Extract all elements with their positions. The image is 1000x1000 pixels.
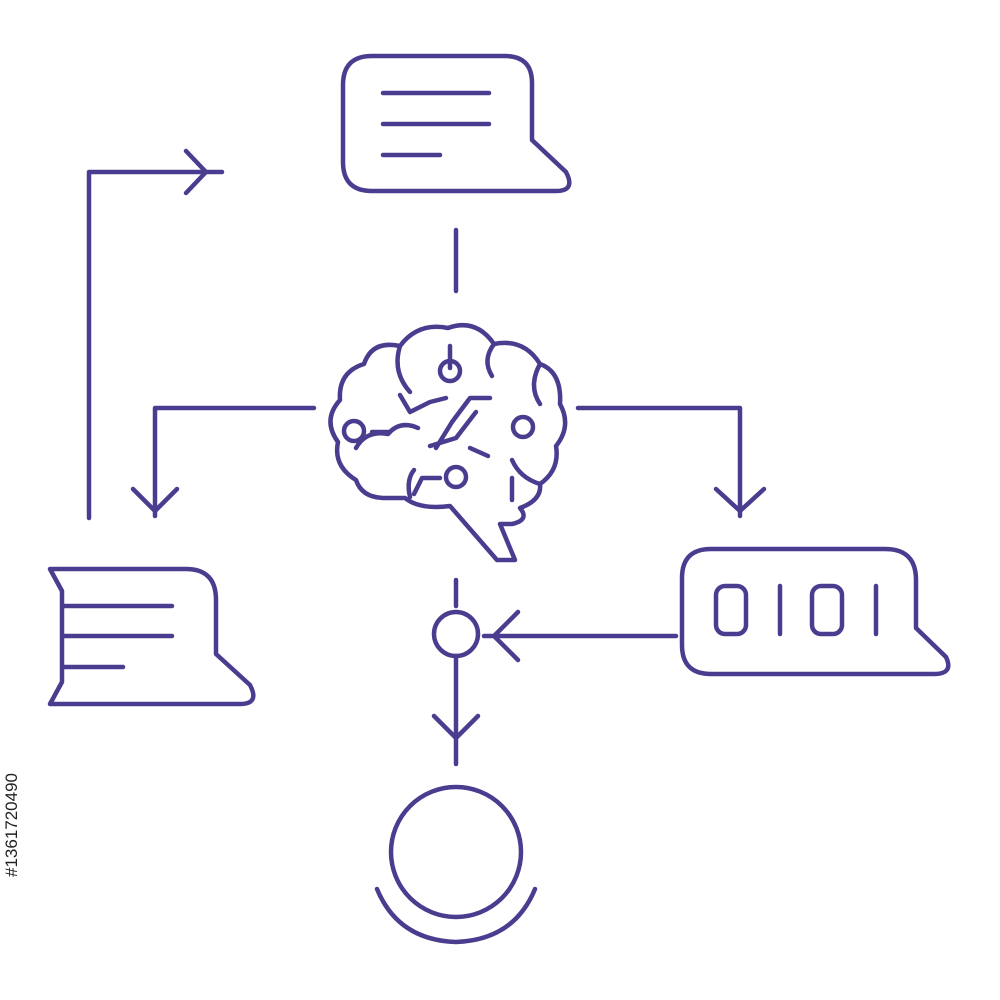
left-document-bubble-icon xyxy=(47,566,256,707)
stock-image-id: #1361720490 xyxy=(2,773,21,878)
top-message-bubble-icon xyxy=(340,53,572,194)
arrow-brain-to-binary xyxy=(575,405,767,519)
output-circle-with-arc-icon xyxy=(374,784,538,945)
arrow-binary-to-junction xyxy=(481,609,679,663)
junction-circle-icon xyxy=(431,609,481,659)
arrow-brain-to-left-document xyxy=(130,405,317,519)
binary-message-bubble-icon xyxy=(679,546,951,677)
arrow-junction-to-output xyxy=(431,653,481,767)
circuit-brain-icon xyxy=(328,323,568,563)
diagram-strokes xyxy=(47,53,951,945)
feedback-arrow-to-top xyxy=(86,148,225,521)
